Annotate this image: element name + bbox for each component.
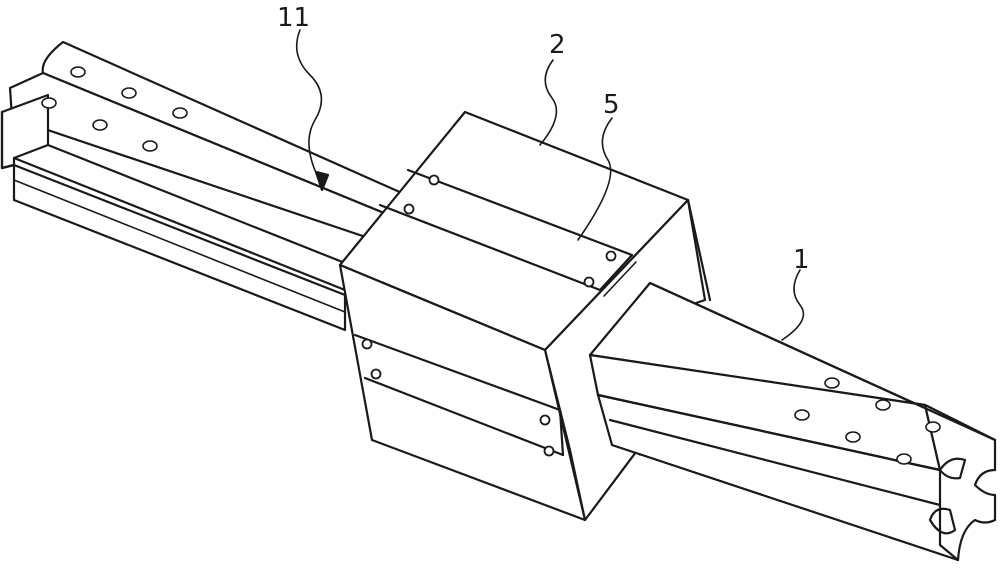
callout-labels: 11 2 5 1 bbox=[277, 3, 810, 275]
mount-hole bbox=[845, 431, 861, 443]
rail-left-holes bbox=[41, 66, 188, 152]
rail-left-section bbox=[0, 40, 442, 332]
screw bbox=[428, 174, 440, 186]
mount-hole bbox=[875, 399, 891, 411]
mount-hole bbox=[41, 97, 57, 109]
screw bbox=[605, 250, 617, 262]
mount-hole bbox=[142, 140, 158, 152]
mount-hole bbox=[794, 409, 810, 421]
slider-block bbox=[338, 110, 712, 522]
mount-hole bbox=[70, 66, 86, 78]
slider-screws bbox=[361, 174, 617, 457]
leader-5 bbox=[577, 117, 613, 241]
mount-hole bbox=[172, 107, 188, 119]
screw bbox=[361, 338, 373, 350]
leader-lines bbox=[295, 29, 805, 341]
screw bbox=[539, 414, 551, 426]
callout-label-1: 1 bbox=[793, 245, 810, 275]
leader-1 bbox=[781, 269, 805, 341]
screw bbox=[583, 276, 595, 288]
mount-hole bbox=[824, 377, 840, 389]
mount-hole bbox=[896, 453, 912, 465]
mount-hole bbox=[925, 421, 941, 433]
rail-right-holes bbox=[794, 377, 941, 465]
leader-2 bbox=[539, 59, 558, 146]
screw bbox=[403, 203, 415, 215]
callout-label-2: 2 bbox=[549, 30, 566, 60]
rail-right-section bbox=[588, 281, 997, 562]
screw bbox=[370, 368, 382, 380]
screw bbox=[543, 445, 555, 457]
mount-hole bbox=[92, 119, 108, 131]
arrowhead-11 bbox=[314, 170, 330, 192]
mount-hole bbox=[121, 87, 137, 99]
leader-11 bbox=[295, 29, 323, 186]
callout-label-5: 5 bbox=[603, 90, 620, 120]
callout-label-11: 11 bbox=[277, 3, 310, 33]
